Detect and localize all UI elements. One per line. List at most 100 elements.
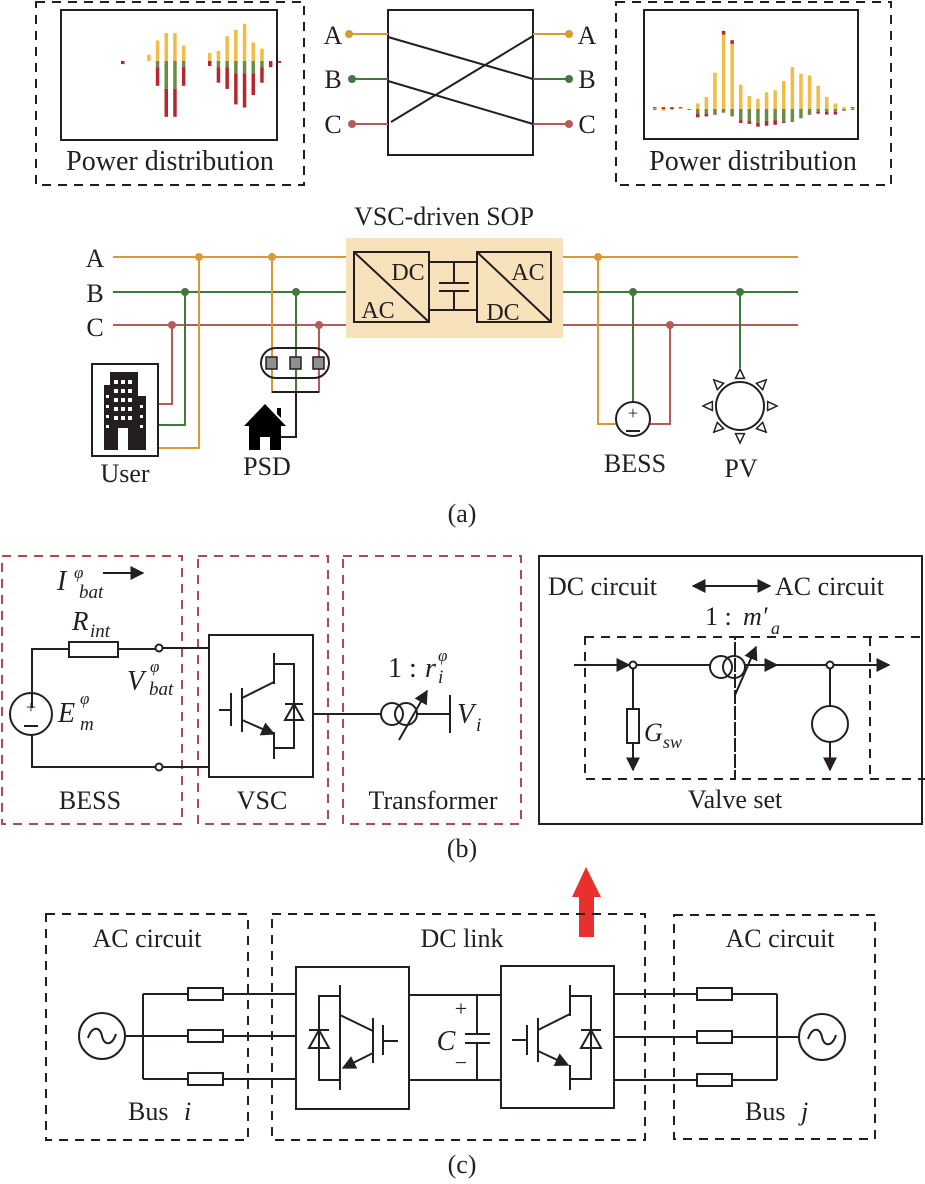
bar-phase-C-19: [277, 61, 282, 63]
ratio-label-sup: φ: [438, 646, 447, 665]
ideal-transformer-icon: [709, 655, 733, 679]
bar-phase-C-3: [670, 107, 674, 109]
bar-phase-B-18: [799, 109, 803, 119]
chart-frame: [60, 9, 278, 141]
terminal-c-left: [348, 120, 356, 128]
bar-phase-A-6: [696, 103, 700, 109]
bar-phase-A-16: [251, 42, 255, 61]
valve-set-caption: Valve set: [688, 785, 783, 814]
bus-voltage-sub: i: [476, 715, 481, 736]
bar-phase-C-8: [713, 113, 717, 115]
swap-label-b-left: B: [324, 65, 341, 94]
bar-phase-A-8: [713, 72, 717, 109]
bar-phase-C-1: [653, 107, 657, 109]
valve-ratio-label: 1 :: [705, 602, 732, 631]
bess-label: BESS: [604, 449, 666, 478]
bar-phase-C-8: [181, 67, 186, 86]
bar-phase-C-13: [225, 67, 229, 89]
bar-phase-C-17: [260, 67, 264, 83]
battery-source-icon: [615, 401, 651, 437]
user-frame: [91, 363, 159, 457]
line-impedance: [696, 987, 733, 1001]
bar-phase-A-7: [173, 33, 177, 61]
voltage-label: V: [127, 666, 147, 697]
bus-label-c: C: [86, 313, 103, 342]
bar-phase-A-16: [782, 81, 786, 109]
vsc-igbt-block-right: [500, 965, 615, 1109]
bar-phase-A-15: [773, 90, 777, 109]
bar-phase-A-4: [678, 108, 683, 110]
bar-phase-A-13: [756, 98, 760, 109]
inset-label: Power distribution: [649, 146, 857, 177]
bar-phase-B-19: [807, 109, 812, 114]
line-impedance: [187, 1072, 224, 1086]
bar-phase-C-6: [164, 88, 168, 117]
vsc-igbt-block-left: [295, 966, 410, 1110]
bar-phase-B-7: [704, 109, 709, 114]
caption-c: (c): [448, 1150, 477, 1179]
terminal-c-right: [565, 120, 573, 128]
bar-phase-C-10: [730, 40, 734, 44]
internal-resistor: [68, 641, 119, 658]
bar-phase-B-6: [164, 61, 168, 89]
bar-phase-C-12: [747, 121, 752, 124]
converter-label: DC: [391, 260, 424, 286]
voltage-label-sup: φ: [150, 657, 159, 676]
sop-title: VSC-driven SOP: [354, 202, 534, 231]
sun-ray: [755, 378, 768, 391]
right-power-inset: Power distribution: [615, 1, 892, 186]
ratio-label-main: r: [425, 653, 436, 684]
bar-phase-C-7: [173, 88, 177, 117]
bar-phase-B-12: [747, 109, 752, 122]
bar-phase-B-6: [696, 109, 700, 114]
resistor-label-sub: int: [90, 621, 111, 642]
voltage-label-sub: bat: [149, 679, 174, 700]
right-ac-title: AC circuit: [725, 924, 835, 953]
bar-phase-B-10: [730, 109, 734, 117]
bar-phase-A-11: [208, 52, 212, 61]
sun-ray: [734, 367, 746, 380]
current-label: I: [56, 566, 68, 597]
bar-phase-A-14: [234, 30, 238, 61]
swap-label-c-left: C: [324, 110, 341, 139]
bar-phase-B-20: [816, 109, 820, 112]
bar-phase-C-16: [782, 122, 786, 124]
bar-phase-B-22: [833, 109, 838, 112]
emf-label: E: [57, 698, 75, 729]
converter-dc-ac: AC DC: [476, 251, 552, 326]
bar-phase-B-15: [773, 109, 777, 121]
bar-phase-B-14: [764, 109, 769, 122]
line-impedance: [187, 1029, 224, 1043]
panel-c: AC circuit DC link AC circuit: [45, 913, 876, 1179]
terminal-a-right: [565, 30, 573, 38]
bar-phase-A-24: [850, 108, 855, 110]
bar-phase-C-21: [825, 111, 829, 115]
bar-phase-C-11: [739, 120, 743, 123]
bar-phase-C-18: [268, 61, 273, 68]
bar-phase-B-7: [173, 61, 177, 89]
bar-phase-B-13: [225, 61, 229, 68]
resistor-label: R: [71, 606, 89, 636]
bar-phase-C-2: [661, 107, 666, 109]
ac-source-icon-right: [798, 1013, 846, 1061]
valve-set-inset: DC circuit AC circuit 1 : m′ a G sw: [538, 555, 925, 825]
bar-phase-B-8: [181, 61, 186, 68]
bar-phase-A-12: [216, 51, 221, 61]
bar-phase-A-8: [181, 45, 186, 61]
swap-label-c-right: C: [578, 110, 595, 139]
bess-device: + BESS: [594, 253, 674, 478]
bar-phase-C-11: [208, 61, 212, 66]
converter-ac-dc: DC AC: [353, 251, 430, 324]
bar-phase-A-17: [790, 67, 795, 109]
current-label-sub: bat: [79, 582, 104, 603]
right-ac-circuit-block: [673, 914, 876, 1140]
bus-i-var: i: [184, 1097, 191, 1126]
psd-device: PSD: [243, 253, 330, 481]
svg-text:+: +: [26, 697, 36, 717]
bar-phase-A-12: [747, 95, 752, 109]
transformer-section: [342, 555, 522, 825]
sun-ray: [734, 432, 746, 445]
converter-label: AC: [511, 260, 544, 286]
bar-phase-B-23: [842, 109, 846, 111]
current-source-icon: [811, 705, 849, 743]
